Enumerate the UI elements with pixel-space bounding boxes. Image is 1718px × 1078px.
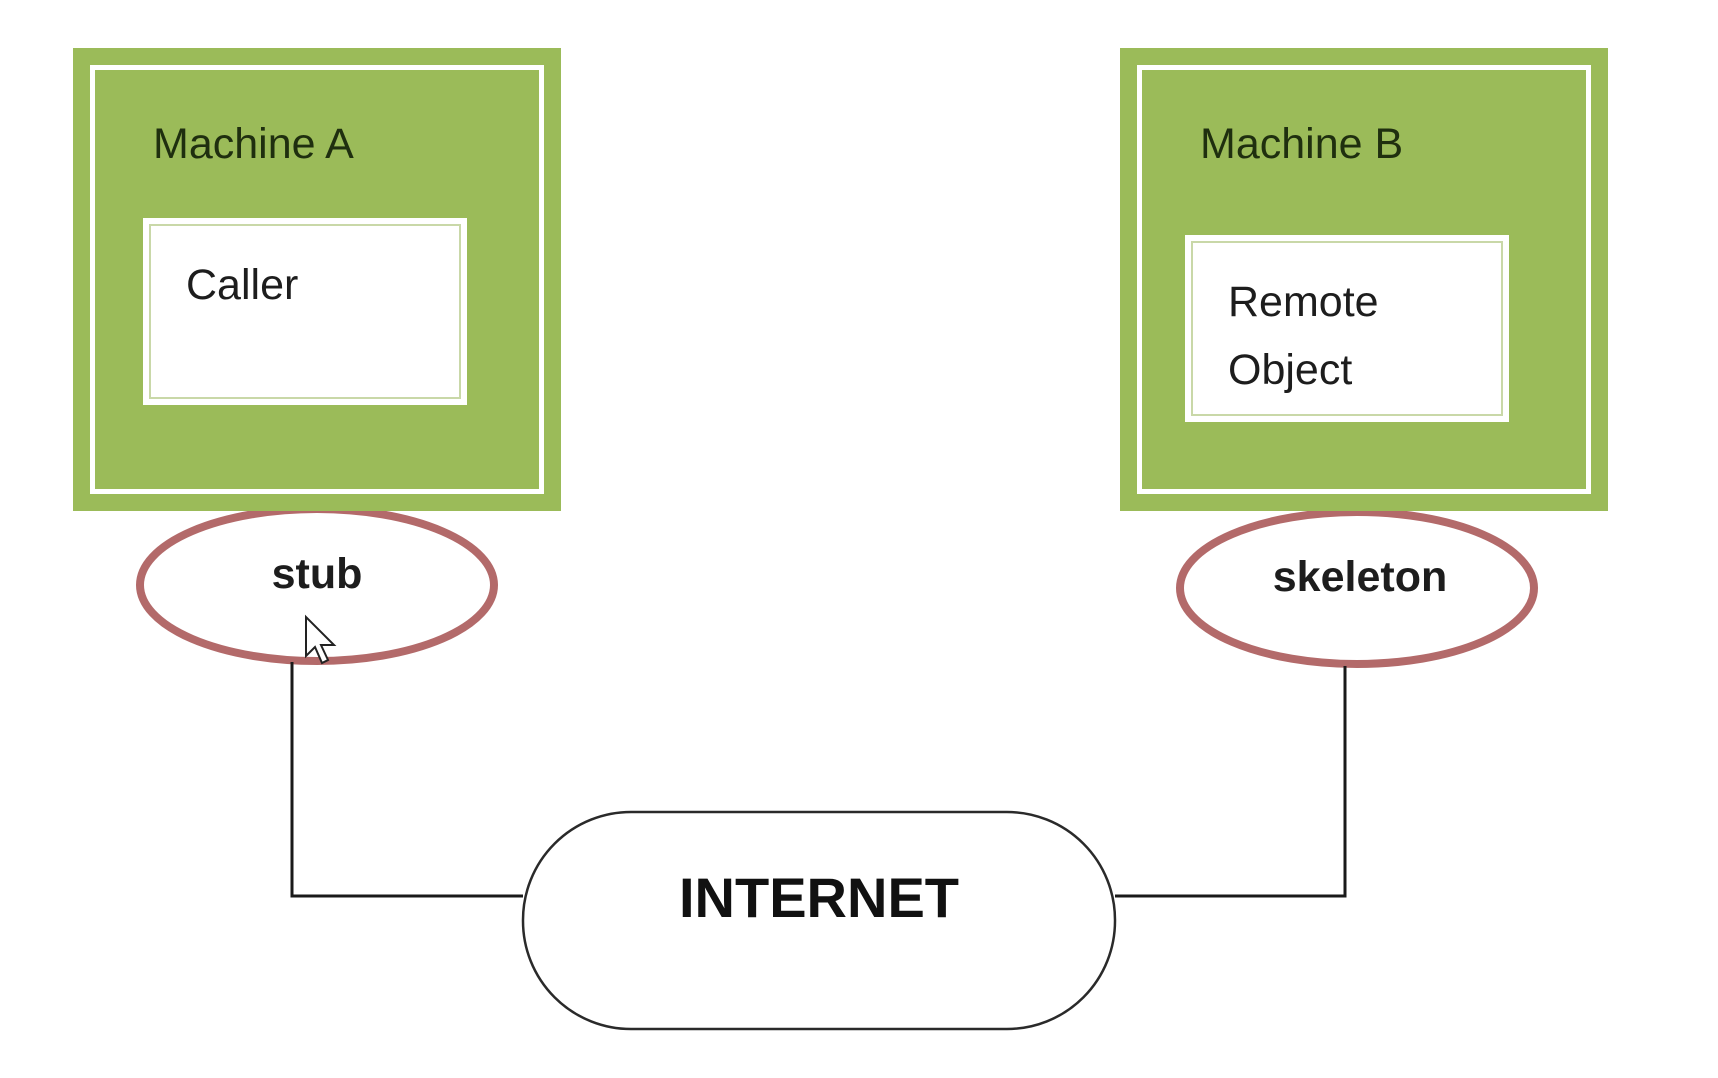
stub-connector-line xyxy=(290,662,523,898)
internet-label: INTERNET xyxy=(679,866,959,929)
caller-box: Caller xyxy=(143,218,467,405)
machine-a-inner-border xyxy=(90,65,544,494)
machine-a-title: Machine A xyxy=(153,120,354,168)
internet-shape xyxy=(521,810,1117,1031)
machine-a-box: Machine A Caller xyxy=(73,48,561,511)
skeleton-label: skeleton xyxy=(1272,553,1448,601)
remote-object-box: Remote Object xyxy=(1185,235,1509,422)
machine-b-title: Machine B xyxy=(1200,120,1404,168)
stub-label: stub xyxy=(271,550,363,598)
skeleton-connector-line xyxy=(1115,666,1347,898)
machine-b-inner-border xyxy=(1137,65,1591,494)
machine-b-box: Machine B Remote Object xyxy=(1120,48,1608,511)
remote-object-label: Remote Object xyxy=(1228,278,1379,394)
caller-label: Caller xyxy=(186,261,299,309)
mouse-cursor-icon xyxy=(305,614,337,665)
skeleton-ellipse xyxy=(1176,508,1538,668)
